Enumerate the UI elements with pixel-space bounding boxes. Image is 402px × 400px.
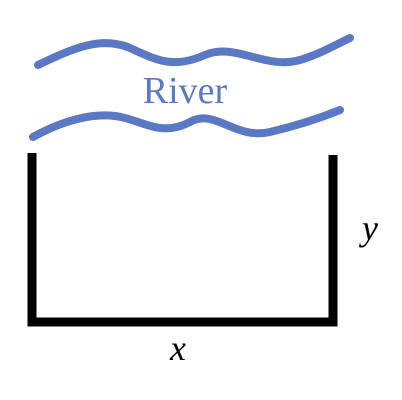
side-label-y: y (359, 208, 378, 248)
fence-outline (27, 153, 338, 327)
river-label: River (143, 70, 228, 112)
river-bank-upper (34, 34, 354, 69)
river-bank-lower (29, 106, 344, 141)
side-label-x: x (169, 328, 186, 368)
